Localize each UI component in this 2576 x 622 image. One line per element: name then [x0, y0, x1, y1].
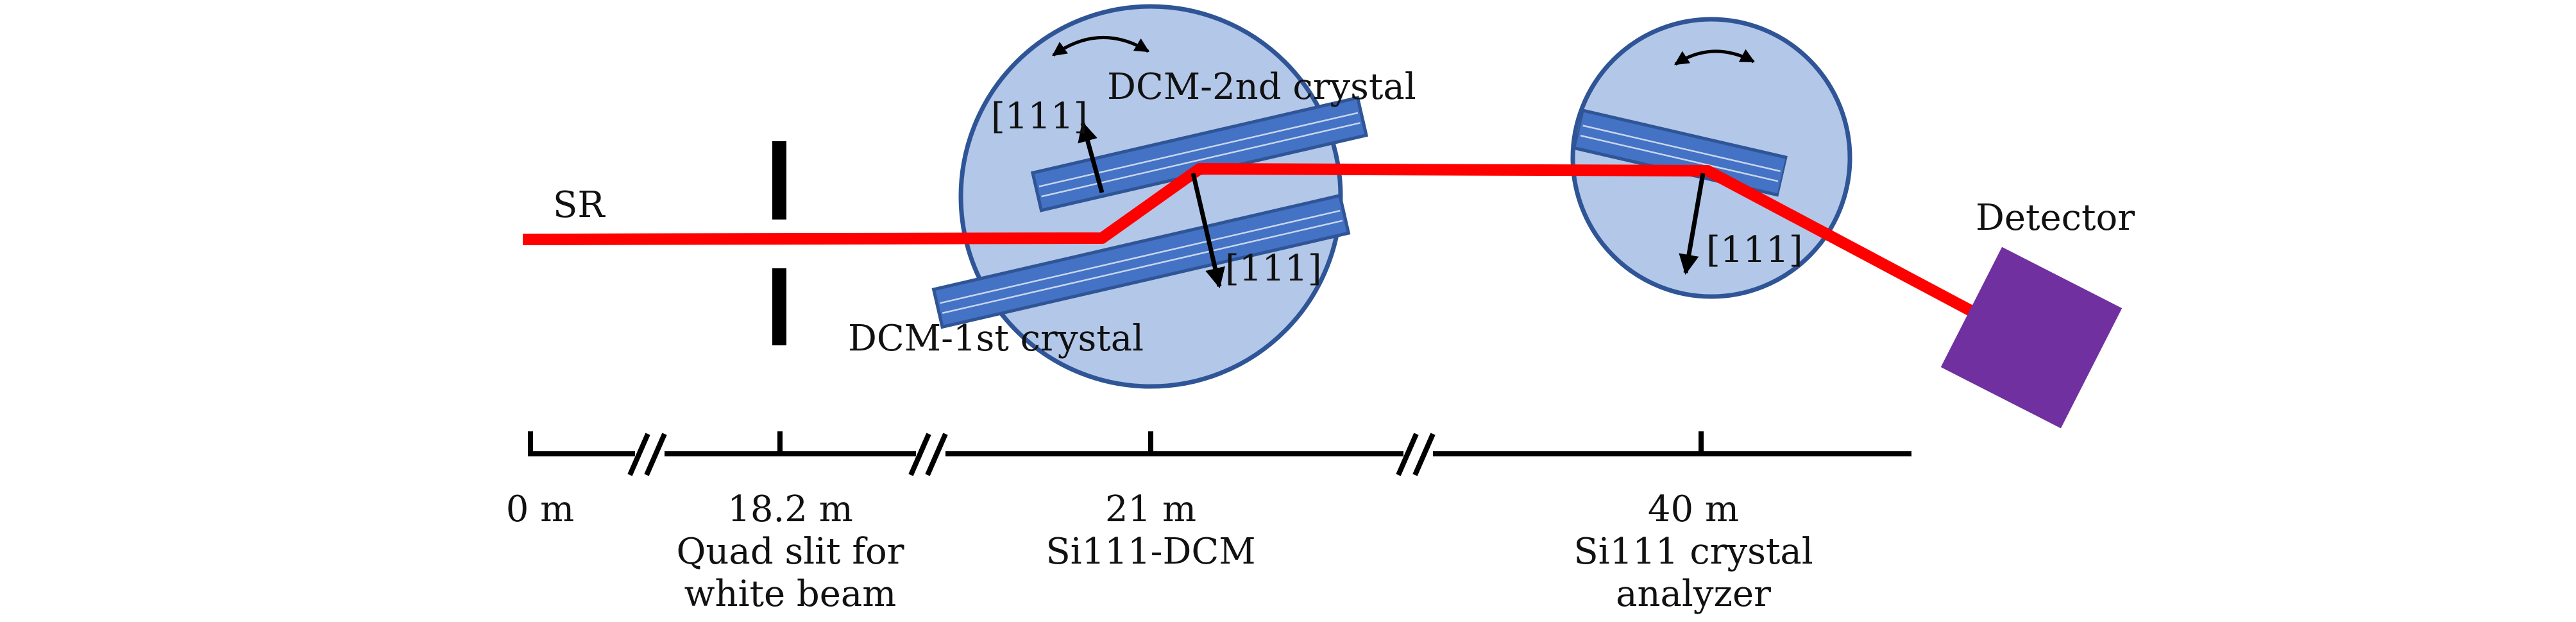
miller-index-label: [111] — [1225, 248, 1322, 289]
x-ray-beam — [522, 163, 1979, 318]
dcm-first-crystal-label: DCM-1st crystal — [848, 318, 1144, 359]
distance-axis: 0 m 18.2 m Quad slit for white beam 21 m… — [506, 431, 1911, 615]
detector — [1940, 246, 2123, 429]
vector-arrow-icon — [1191, 173, 1225, 289]
source-label: SR — [553, 184, 606, 226]
rotation-arrow-icon — [1052, 35, 1149, 57]
miller-index-label: [111] — [1706, 229, 1803, 271]
axis-description-label: Quad slit for — [676, 531, 904, 573]
miller-index-label: [111] — [991, 96, 1088, 137]
axis-distance-label: 40 m — [1648, 488, 1739, 530]
analyzer-crystal — [1573, 108, 1788, 197]
axis-distance-label: 18.2 m — [727, 488, 853, 530]
axis-description-label: Si111-DCM — [1046, 531, 1255, 573]
detector-label: Detector — [1976, 197, 2135, 239]
axis-description-label: Si111 crystal — [1573, 531, 1813, 573]
vector-arrow-icon — [1679, 173, 1706, 275]
dcm-second-crystal-label: DCM-2nd crystal — [1107, 66, 1416, 108]
axis-distance-label: 0 m — [506, 488, 575, 530]
slit-blade-bottom — [772, 268, 786, 345]
axis-break-icon — [627, 433, 667, 476]
quad-slit — [772, 141, 786, 345]
axis-break-icon — [1396, 433, 1436, 476]
axis-description-label: white beam — [684, 573, 897, 615]
axis-break-icon — [908, 433, 948, 476]
axis-distance-label: 21 m — [1105, 488, 1196, 530]
slit-blade-top — [772, 141, 786, 220]
dcm-crystal-1 — [931, 193, 1351, 329]
rotation-arrow-icon — [1674, 49, 1755, 66]
axis-description-label: analyzer — [1616, 573, 1771, 615]
analyzer-stage — [1570, 17, 1852, 299]
vector-arrow-icon — [1078, 121, 1105, 193]
